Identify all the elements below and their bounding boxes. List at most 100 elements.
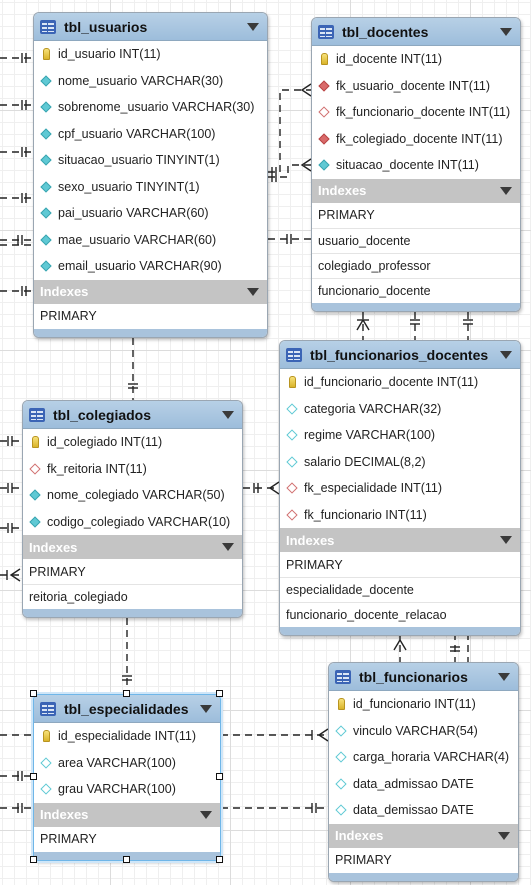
column-row[interactable]: pai_usuario VARCHAR(60) bbox=[34, 200, 267, 227]
column-row[interactable]: fk_usuario_docente INT(11) bbox=[312, 73, 520, 100]
column-row[interactable]: fk_especialidade INT(11) bbox=[280, 475, 520, 502]
column-row[interactable]: data_demissao DATE bbox=[329, 797, 518, 824]
collapse-arrow-icon[interactable] bbox=[500, 536, 512, 544]
column-diamond-icon bbox=[286, 403, 298, 415]
collapse-arrow-icon[interactable] bbox=[222, 410, 234, 419]
collapse-arrow-icon[interactable] bbox=[500, 350, 512, 359]
table-usuarios[interactable]: tbl_usuarios id_usuario INT(11) nome_usua… bbox=[33, 12, 268, 338]
foreign-key-diamond-icon bbox=[318, 80, 330, 92]
collapse-arrow-icon[interactable] bbox=[247, 287, 259, 296]
column-row[interactable]: sobrenome_usuario VARCHAR(30) bbox=[34, 94, 267, 121]
resize-handle[interactable] bbox=[123, 690, 130, 697]
table-header[interactable]: tbl_especialidades bbox=[34, 695, 220, 723]
index-row[interactable]: PRIMARY bbox=[318, 208, 375, 222]
column-row[interactable]: id_usuario INT(11) bbox=[34, 41, 267, 68]
indexes-header[interactable]: Indexes bbox=[23, 535, 242, 559]
column-row[interactable]: id_docente INT(11) bbox=[312, 46, 520, 73]
column-row[interactable]: regime VARCHAR(100) bbox=[280, 422, 520, 449]
index-row[interactable]: especialidade_docente bbox=[280, 577, 520, 602]
collapse-arrow-icon[interactable] bbox=[498, 831, 510, 840]
table-header[interactable]: tbl_usuarios bbox=[34, 13, 267, 41]
column-row[interactable]: fk_colegiado_docente INT(11) bbox=[312, 126, 520, 153]
column-diamond-icon bbox=[40, 783, 52, 795]
indexes-label: Indexes bbox=[286, 532, 335, 548]
table-header[interactable]: tbl_funcionarios_docentes bbox=[280, 341, 520, 369]
column-row[interactable]: categoria VARCHAR(32) bbox=[280, 396, 520, 423]
primary-key-icon bbox=[335, 698, 347, 711]
indexes-header[interactable]: Indexes bbox=[280, 528, 520, 552]
index-row[interactable]: PRIMARY bbox=[40, 832, 97, 846]
index-row[interactable]: PRIMARY bbox=[335, 853, 392, 867]
indexes-header[interactable]: Indexes bbox=[329, 823, 518, 848]
index-row[interactable]: funcionario_docente bbox=[312, 277, 520, 303]
resize-handle[interactable] bbox=[123, 856, 130, 863]
table-footer bbox=[23, 609, 242, 617]
index-row[interactable]: PRIMARY bbox=[40, 309, 97, 323]
column-row[interactable]: fk_funcionario_docente INT(11) bbox=[312, 99, 520, 126]
column-row[interactable]: fk_funcionario INT(11) bbox=[280, 502, 520, 529]
index-row[interactable]: PRIMARY bbox=[29, 564, 86, 579]
column-row[interactable]: cpf_usuario VARCHAR(100) bbox=[34, 121, 267, 148]
column-label: nome_usuario VARCHAR(30) bbox=[58, 73, 224, 88]
table-funcionarios-docentes[interactable]: tbl_funcionarios_docentes id_funcionario… bbox=[279, 340, 521, 636]
indexes-header[interactable]: Indexes bbox=[312, 178, 520, 203]
column-row[interactable]: grau VARCHAR(100) bbox=[34, 776, 220, 803]
collapse-arrow-icon[interactable] bbox=[500, 27, 512, 36]
table-funcionarios[interactable]: tbl_funcionarios id_funcionario INT(11)v… bbox=[328, 662, 519, 882]
resize-handle[interactable] bbox=[216, 773, 223, 780]
table-icon bbox=[335, 669, 351, 684]
table-footer bbox=[312, 302, 520, 311]
index-row[interactable]: colegiado_professor bbox=[312, 252, 520, 278]
collapse-arrow-icon[interactable] bbox=[247, 22, 259, 31]
resize-handle[interactable] bbox=[216, 690, 223, 697]
table-colegiados[interactable]: tbl_colegiados id_colegiado INT(11)fk_re… bbox=[22, 400, 243, 618]
column-row[interactable]: email_usuario VARCHAR(90) bbox=[34, 253, 267, 280]
resize-handle[interactable] bbox=[30, 856, 37, 863]
collapse-arrow-icon[interactable] bbox=[200, 810, 212, 819]
collapse-arrow-icon[interactable] bbox=[500, 186, 512, 195]
column-row[interactable]: situacao_docente INT(11) bbox=[312, 152, 520, 179]
table-header[interactable]: tbl_colegiados bbox=[23, 401, 242, 429]
table-footer bbox=[280, 627, 520, 635]
column-row[interactable]: area VARCHAR(100) bbox=[34, 750, 220, 777]
column-label: area VARCHAR(100) bbox=[58, 755, 176, 770]
column-row[interactable]: fk_reitoria INT(11) bbox=[23, 456, 242, 483]
indexes-header[interactable]: Indexes bbox=[34, 802, 220, 827]
column-row[interactable]: id_funcionario INT(11) bbox=[329, 691, 518, 718]
collapse-arrow-icon[interactable] bbox=[200, 704, 212, 713]
collapse-arrow-icon[interactable] bbox=[498, 672, 510, 681]
indexes-header[interactable]: Indexes bbox=[34, 279, 267, 304]
resize-handle[interactable] bbox=[30, 773, 37, 780]
column-row[interactable]: situacao_usuario TINYINT(1) bbox=[34, 147, 267, 174]
column-row[interactable]: mae_usuario VARCHAR(60) bbox=[34, 227, 267, 254]
column-row[interactable]: id_colegiado INT(11) bbox=[23, 429, 242, 456]
column-row[interactable]: id_especialidade INT(11) bbox=[34, 723, 220, 750]
column-label: sexo_usuario TINYINT(1) bbox=[58, 179, 200, 194]
index-row[interactable]: reitoria_colegiado bbox=[23, 584, 242, 609]
collapse-arrow-icon[interactable] bbox=[222, 543, 234, 551]
column-row[interactable]: data_admissao DATE bbox=[329, 771, 518, 798]
column-label: nome_colegiado VARCHAR(50) bbox=[47, 488, 225, 503]
column-row[interactable]: nome_usuario VARCHAR(30) bbox=[34, 68, 267, 95]
resize-handle[interactable] bbox=[216, 856, 223, 863]
index-row[interactable]: PRIMARY bbox=[286, 557, 343, 572]
column-row[interactable]: carga_horaria VARCHAR(4) bbox=[329, 744, 518, 771]
resize-handle[interactable] bbox=[30, 690, 37, 697]
primary-key-icon bbox=[40, 48, 52, 61]
column-diamond-icon bbox=[40, 75, 52, 87]
column-row[interactable]: vinculo VARCHAR(54) bbox=[329, 718, 518, 745]
table-docentes[interactable]: tbl_docentes id_docente INT(11) fk_usuari… bbox=[311, 17, 521, 312]
index-row[interactable]: usuario_docente bbox=[312, 227, 520, 253]
table-header[interactable]: tbl_docentes bbox=[312, 18, 520, 46]
table-name: tbl_docentes bbox=[342, 23, 429, 40]
column-row[interactable]: codigo_colegiado VARCHAR(10) bbox=[23, 509, 242, 536]
column-diamond-icon bbox=[40, 181, 52, 193]
column-row[interactable]: salario DECIMAL(8,2) bbox=[280, 449, 520, 476]
table-header[interactable]: tbl_funcionarios bbox=[329, 663, 518, 691]
column-label: fk_usuario_docente INT(11) bbox=[336, 78, 491, 93]
column-row[interactable]: nome_colegiado VARCHAR(50) bbox=[23, 482, 242, 509]
column-row[interactable]: sexo_usuario TINYINT(1) bbox=[34, 174, 267, 201]
index-row[interactable]: funcionario_docente_relacao bbox=[280, 602, 520, 627]
column-row[interactable]: id_funcionario_docente INT(11) bbox=[280, 369, 520, 396]
table-especialidades[interactable]: tbl_especialidades id_especialidade INT(… bbox=[33, 694, 221, 861]
